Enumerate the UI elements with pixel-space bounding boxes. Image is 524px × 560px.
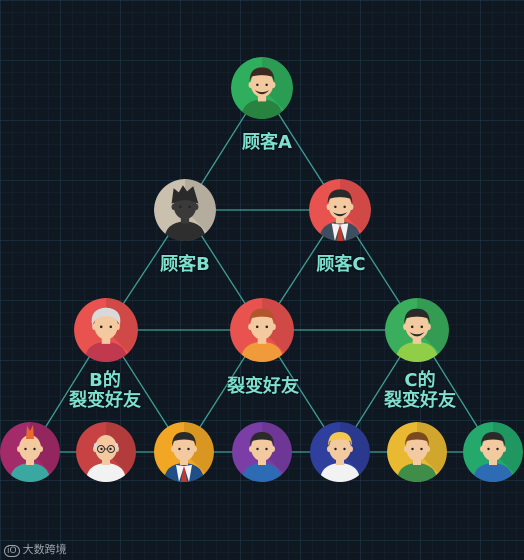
bottom-avatar-1: [0, 422, 60, 482]
bottom-avatar-4: [232, 422, 292, 482]
bottom-avatar-3: [154, 422, 214, 482]
customer-a-avatar: [231, 57, 293, 119]
mid-friend-avatar: [230, 298, 294, 362]
customer-b-label: 顾客B: [160, 254, 210, 275]
customer-c-avatar: [309, 179, 371, 241]
bottom-avatar-6: [387, 422, 447, 482]
bottom-avatar-2: [76, 422, 136, 482]
customer-c-label: 顾客C: [316, 254, 366, 275]
mid-friends-label: 裂变好友: [227, 376, 299, 397]
watermark-text: 大数跨境: [22, 543, 67, 556]
customer-a-label: 顾客A: [242, 132, 292, 153]
c-friends-label-line2: 裂变好友: [384, 390, 456, 411]
watermark-logo: iO: [4, 545, 20, 557]
c-friends-label-line1: C的: [404, 370, 436, 391]
bottom-avatar-5: [310, 422, 370, 482]
bottom-avatar-7: [463, 422, 523, 482]
b-friends-label-line2: 裂变好友: [69, 390, 141, 411]
customer-b-avatar: [154, 179, 216, 241]
c-friend-avatar: [385, 298, 449, 362]
b-friend-avatar: [74, 298, 138, 362]
b-friends-label-line1: B的: [89, 370, 121, 391]
